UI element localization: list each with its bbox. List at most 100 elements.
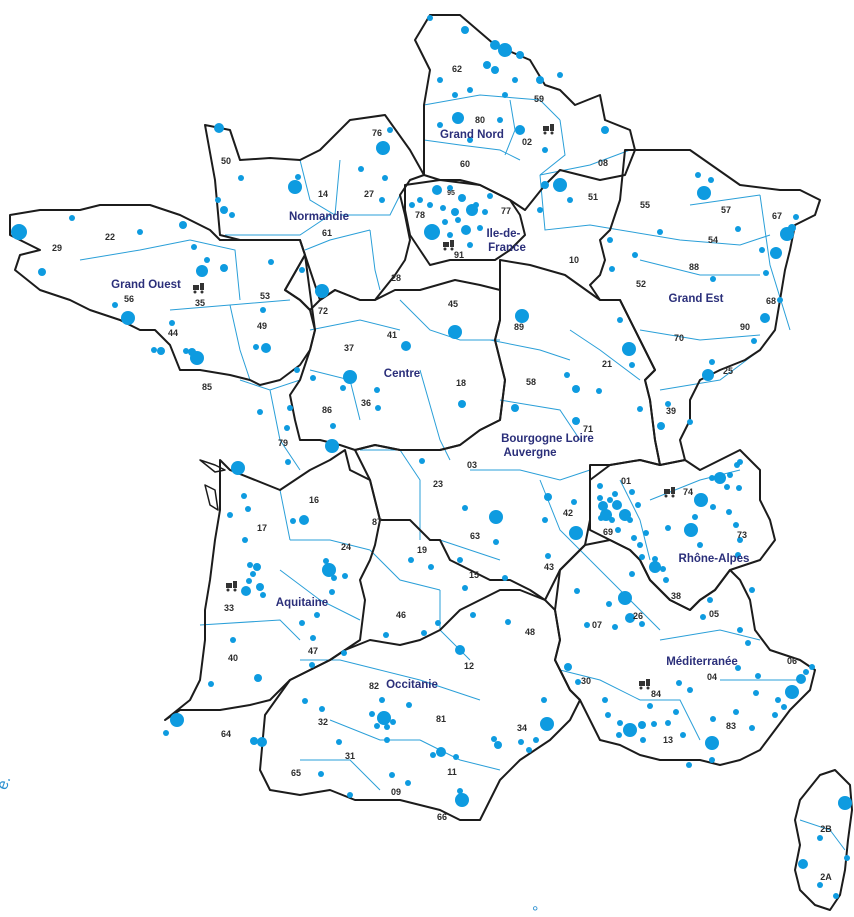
dept-label: 90 xyxy=(740,322,750,332)
location-dot xyxy=(629,362,635,368)
dept-label: 84 xyxy=(651,689,661,699)
location-dot xyxy=(763,270,769,276)
location-dot xyxy=(470,612,476,618)
location-dot xyxy=(310,635,316,641)
dept-label: 66 xyxy=(437,812,447,822)
region-label-grand-est: Grand Est xyxy=(669,293,724,305)
location-dot xyxy=(384,737,390,743)
region-label-grand-ouest: Grand Ouest xyxy=(111,279,181,291)
location-dot xyxy=(389,772,395,778)
location-dot xyxy=(242,537,248,543)
location-dot xyxy=(680,732,686,738)
location-dot xyxy=(632,252,638,258)
location-dot xyxy=(567,197,573,203)
location-dot xyxy=(598,515,604,521)
location-dot xyxy=(473,202,479,208)
location-dot xyxy=(299,267,305,273)
location-dot xyxy=(421,630,427,636)
dept-label: 30 xyxy=(581,676,591,686)
location-dot xyxy=(598,501,608,511)
location-dot xyxy=(340,385,346,391)
location-dot xyxy=(749,587,755,593)
location-dot xyxy=(676,680,682,686)
location-dot xyxy=(330,423,336,429)
location-dot xyxy=(408,557,414,563)
dept-label: 12 xyxy=(464,661,474,671)
dept-label: 54 xyxy=(708,235,718,245)
location-dot xyxy=(230,637,236,643)
location-dot xyxy=(518,739,524,745)
location-dot xyxy=(751,338,757,344)
location-dot xyxy=(427,202,433,208)
location-dot xyxy=(515,125,525,135)
dept-label: 69 xyxy=(603,527,613,537)
dept-label: 68 xyxy=(766,296,776,306)
location-dot xyxy=(607,497,613,503)
location-dot xyxy=(260,307,266,313)
region-labels: Grand Nord Normandie Ile-de- France Gran… xyxy=(111,129,749,691)
location-dot xyxy=(253,344,259,350)
dept-label: 33 xyxy=(224,603,234,613)
location-dot xyxy=(455,217,461,223)
location-dot xyxy=(553,178,567,192)
location-dot xyxy=(781,704,787,710)
location-dot xyxy=(542,517,548,523)
location-dot xyxy=(458,194,466,202)
location-dot xyxy=(574,588,580,594)
dept-label: 45 xyxy=(448,299,458,309)
location-dot xyxy=(545,553,551,559)
location-dot xyxy=(692,514,698,520)
location-dot xyxy=(163,730,169,736)
location-dot xyxy=(11,224,27,240)
location-dot xyxy=(639,554,645,560)
location-dot xyxy=(447,232,453,238)
location-dot xyxy=(442,219,448,225)
location-dot xyxy=(196,265,208,277)
department-borders xyxy=(79,94,846,851)
location-dot xyxy=(772,712,778,718)
location-dot xyxy=(736,485,742,491)
bottom-text: ° xyxy=(532,904,538,917)
location-dot xyxy=(299,620,305,626)
region-label-centre: Centre xyxy=(384,368,420,380)
region-outline-mediterranee xyxy=(554,539,816,766)
region-outline-ile-de-france xyxy=(404,179,526,266)
location-dot xyxy=(844,855,850,861)
location-dot xyxy=(541,697,547,703)
location-dot xyxy=(322,563,336,577)
dept-label: 14 xyxy=(318,189,328,199)
location-dot xyxy=(112,302,118,308)
location-dot xyxy=(622,342,636,356)
dept-label: 49 xyxy=(257,321,267,331)
dept-label: 19 xyxy=(417,545,427,555)
location-dot xyxy=(419,458,425,464)
location-dot xyxy=(374,387,380,393)
dept-label: 10 xyxy=(569,255,579,265)
location-dot xyxy=(121,311,135,325)
location-dot xyxy=(651,721,657,727)
location-dot xyxy=(564,372,570,378)
location-dot xyxy=(406,702,412,708)
location-dot xyxy=(597,483,603,489)
location-dot xyxy=(331,575,337,581)
location-dot xyxy=(467,87,473,93)
location-dot xyxy=(382,175,388,181)
location-dot xyxy=(665,401,671,407)
location-dot xyxy=(542,147,548,153)
dept-label: 37 xyxy=(344,343,354,353)
location-dot xyxy=(227,512,233,518)
location-dot xyxy=(526,747,532,753)
dept-label: 76 xyxy=(372,128,382,138)
location-dot xyxy=(809,664,815,670)
location-dot xyxy=(817,882,823,888)
location-dot xyxy=(584,622,590,628)
location-dot xyxy=(467,137,473,143)
location-dot xyxy=(710,504,716,510)
location-dot xyxy=(695,172,701,178)
location-dot xyxy=(38,268,46,276)
location-dot xyxy=(245,506,251,512)
location-dot xyxy=(697,542,703,548)
location-dot xyxy=(169,320,175,326)
dept-label: 88 xyxy=(689,262,699,272)
truck-icon xyxy=(443,240,454,251)
